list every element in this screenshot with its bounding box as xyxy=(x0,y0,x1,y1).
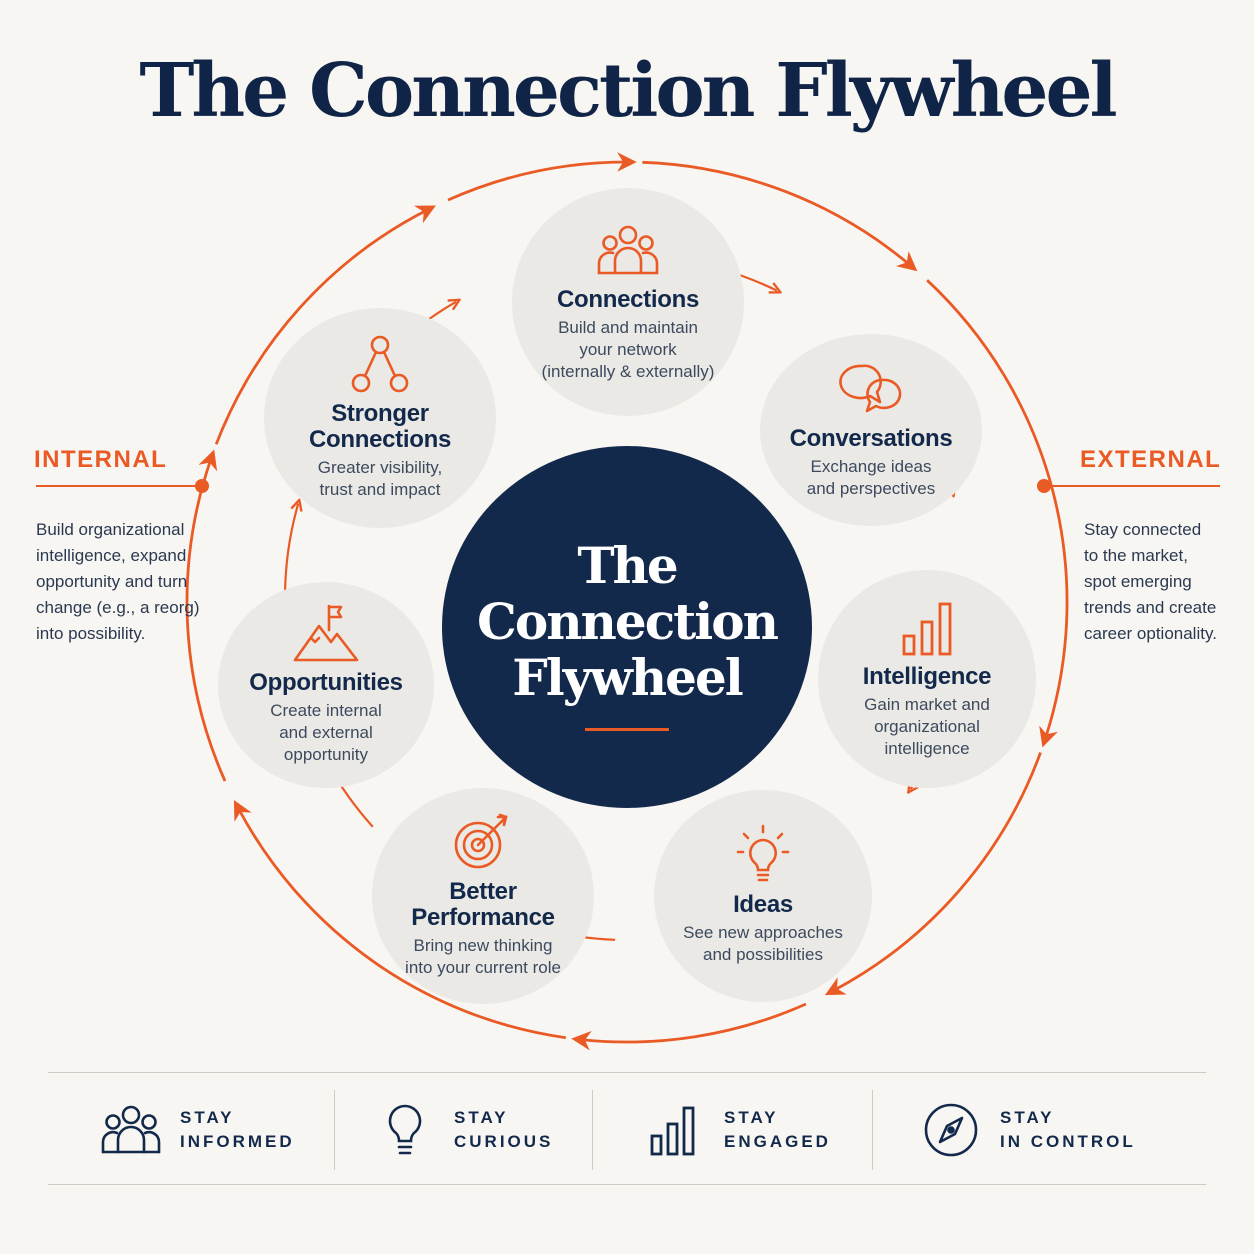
footer-line-1: STAY xyxy=(454,1108,509,1127)
outer-cycle-arrow xyxy=(926,279,1069,748)
bar-chart-icon xyxy=(644,1102,706,1158)
lightbulb-icon xyxy=(374,1102,436,1158)
node-description: Bring new thinking into your current rol… xyxy=(405,936,561,977)
outer-cycle-arrow xyxy=(185,449,227,782)
lightbulb-icon xyxy=(728,824,798,886)
mountain-flag-icon xyxy=(291,604,361,664)
internal-connector-dot xyxy=(195,479,209,493)
footer-separator xyxy=(334,1090,335,1170)
footer-separator xyxy=(872,1090,873,1170)
node-description: Exchange ideas and perspectives xyxy=(806,457,936,498)
people-group-icon xyxy=(593,221,663,281)
network-nodes-icon xyxy=(345,335,415,395)
node-description: Build and maintain your network (interna… xyxy=(541,318,715,381)
node-title: Ideas xyxy=(733,891,793,918)
internal-description: Build organizational intelligence, expan… xyxy=(36,520,200,643)
footer-line-2: INFORMED xyxy=(180,1132,295,1151)
node-title: Opportunities xyxy=(249,669,403,696)
center-hub: The Connection Flywheel xyxy=(442,446,812,808)
footer-line-2: IN CONTROL xyxy=(1000,1132,1136,1151)
compass-icon xyxy=(920,1102,982,1158)
footer-line-1: STAY xyxy=(724,1108,779,1127)
footer-stay-curious: STAY CURIOUS xyxy=(374,1090,553,1170)
footer-bottom-rule xyxy=(48,1184,1206,1185)
node-better-performance: Better Performance Bring new thinking in… xyxy=(372,788,594,1004)
outer-cycle-arrow xyxy=(447,152,637,202)
center-accent-bar xyxy=(585,727,669,731)
outer-cycle-arrows xyxy=(185,152,1069,1051)
node-description: Create internal and external opportunity xyxy=(270,701,382,764)
footer-stay-informed: STAY INFORMED xyxy=(100,1090,295,1170)
external-description: Stay connected to the market, spot emerg… xyxy=(1084,520,1217,643)
node-description: Gain market and organizational intellige… xyxy=(864,695,990,758)
footer-stay-engaged: STAY ENGAGED xyxy=(644,1090,831,1170)
outer-cycle-arrow xyxy=(233,799,566,1040)
outer-cycle-arrow xyxy=(824,752,1042,996)
footer-line-1: STAY xyxy=(1000,1108,1055,1127)
node-description: See new approaches and possibilities xyxy=(683,923,843,964)
chat-bubbles-icon xyxy=(836,360,906,420)
external-connector-dot xyxy=(1037,479,1051,493)
node-title: Intelligence xyxy=(862,663,992,690)
external-label: EXTERNAL xyxy=(1080,446,1222,473)
page-title: The Connection Flywheel xyxy=(139,48,1117,134)
inner-cycle-arrow xyxy=(283,504,298,599)
bar-chart-icon xyxy=(892,598,962,658)
people-group-icon xyxy=(100,1102,162,1158)
node-stronger-connections: Stronger Connections Greater visibility,… xyxy=(264,308,496,528)
outer-cycle-arrow xyxy=(642,160,918,272)
outer-cycle-arrow xyxy=(571,1002,807,1051)
footer-top-rule xyxy=(48,1072,1206,1073)
node-ideas: Ideas See new approaches and possibiliti… xyxy=(654,790,872,1002)
footer-separator xyxy=(592,1090,593,1170)
node-title: Better Performance xyxy=(411,878,555,931)
internal-label: INTERNAL xyxy=(34,446,168,473)
node-conversations: Conversations Exchange ideas and perspec… xyxy=(760,334,982,526)
node-intelligence: Intelligence Gain market and organizatio… xyxy=(818,570,1036,788)
node-description: Greater visibility, trust and impact xyxy=(317,458,443,499)
footer-line-2: CURIOUS xyxy=(454,1132,554,1151)
center-title: The Connection Flywheel xyxy=(477,535,779,707)
target-arrow-icon xyxy=(448,813,518,873)
footer-line-1: STAY xyxy=(180,1108,235,1127)
footer-stay-in-control: STAY IN CONTROL xyxy=(920,1090,1136,1170)
node-title: Conversations xyxy=(789,425,953,452)
footer-line-2: ENGAGED xyxy=(724,1132,831,1151)
node-title: Stronger Connections xyxy=(308,400,452,453)
node-opportunities: Opportunities Create internal and extern… xyxy=(218,582,434,788)
node-connections: Connections Build and maintain your netw… xyxy=(512,188,744,416)
outer-cycle-arrow xyxy=(214,205,436,445)
node-title: Connections xyxy=(556,286,700,313)
